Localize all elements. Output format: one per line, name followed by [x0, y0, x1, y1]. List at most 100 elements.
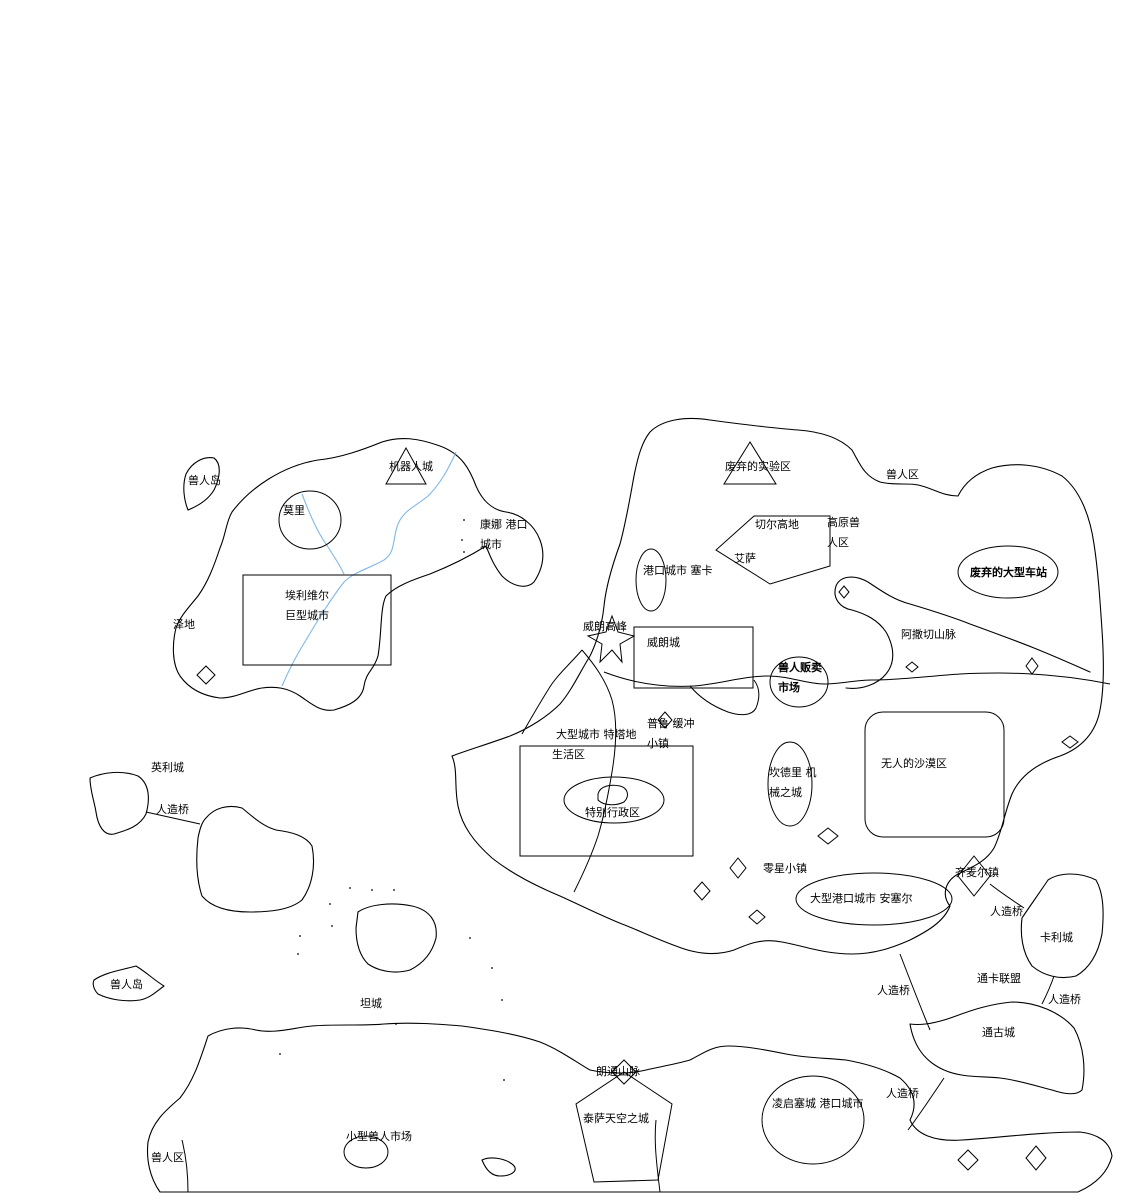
abandoned-station-ellipse-marker — [957, 545, 1059, 599]
central-road-north-south — [573, 649, 617, 893]
label-weilang-peak: 威朗高峰 — [583, 619, 627, 633]
orc-market-ellipse-marker — [769, 656, 829, 708]
label-lingxing-town: 零星小镇 — [763, 861, 807, 875]
label-desert: 无人的沙漠区 — [881, 756, 947, 770]
label-qimaier-town: 齐麦尔镇 — [955, 865, 999, 879]
label-abandoned-station: 废弃的大型车站 — [970, 565, 1047, 579]
diamond-marker-kandeli-south — [817, 827, 839, 845]
label-big-city-tete-2: 生活区 — [552, 747, 585, 761]
big-city-tete-rectangle-marker — [519, 745, 694, 857]
label-artificial-bridge-south: 人造桥 — [877, 983, 910, 997]
label-artificial-bridge-east2: 人造桥 — [1048, 992, 1081, 1006]
diamond-marker-south-east-1 — [957, 1149, 979, 1171]
label-orc-zone-sw: 兽人区 — [151, 1150, 184, 1164]
diamond-marker-lingxing-2 — [693, 881, 711, 901]
label-lingqisai-port: 凌启塞城 港口城市 — [772, 1096, 864, 1110]
tonggu-island-coast — [909, 1001, 1085, 1095]
label-kali-city: 卡利城 — [1040, 931, 1073, 944]
northwest-landmass-coast — [172, 437, 544, 711]
label-elivir-2: 巨型城市 — [285, 608, 329, 622]
label-mori: 莫里 — [283, 504, 305, 517]
asache-mountains-range — [835, 576, 1091, 673]
label-machine-city: 机器人城 — [389, 459, 433, 473]
label-asache-mountains: 阿撒切山脉 — [901, 627, 956, 641]
abandoned-lab-triangle-marker — [723, 441, 777, 485]
label-weilang-city: 威朗城 — [647, 636, 680, 649]
label-big-city-tete-1: 大型城市 特塔地 — [556, 727, 637, 741]
label-kandeli-2: 械之城 — [769, 785, 802, 799]
qimaier-diamond-marker — [957, 855, 991, 897]
label-orc-island-sw: 兽人岛 — [110, 977, 143, 991]
puru-buffer-diamond-marker — [657, 711, 673, 729]
diamond-marker-east-coast — [1061, 735, 1079, 749]
machine-city-triangle-marker — [385, 446, 427, 485]
label-kangna-port-2: 城市 — [480, 537, 502, 551]
label-aisa: 艾萨 — [734, 552, 756, 565]
artificial-bridge-east1-line — [989, 883, 1025, 909]
diamond-marker-asache-1 — [838, 585, 850, 599]
kali-island-coast — [1020, 873, 1104, 979]
label-swamp: 泽地 — [173, 618, 195, 631]
mori-ellipse-marker — [278, 490, 342, 550]
artificial-bridge-south-line — [899, 953, 931, 1031]
big-port-ansaier-ellipse-marker — [795, 872, 953, 926]
central-landmass-coast — [451, 417, 1104, 955]
diamond-marker-asache-3 — [1025, 657, 1039, 675]
label-artificial-bridge-east1: 人造桥 — [990, 904, 1023, 918]
label-big-port-ansaier: 大型港口城市 安塞尔 — [810, 891, 913, 905]
small-central-island-coast — [355, 903, 437, 973]
lingqisai-port-ellipse-marker — [761, 1075, 865, 1165]
weilang-peak-star-marker — [586, 614, 636, 664]
special-admin-ellipse-marker — [563, 776, 665, 824]
northwest-river-main — [281, 451, 457, 687]
southern-coast-inlet — [481, 1157, 516, 1177]
label-abandoned-lab: 废弃的实验区 — [725, 459, 791, 473]
northwest-diamond-marker — [196, 665, 216, 685]
label-orc-market-1: 兽人贩卖 — [778, 660, 822, 674]
label-kangna-port-1: 康娜 港口 — [480, 517, 528, 531]
diamond-marker-lingxing-1 — [729, 857, 747, 879]
elivir-rectangle-marker — [242, 574, 392, 666]
label-special-admin: 特别行政区 — [585, 805, 640, 819]
artificial-bridge-east3-line — [907, 1077, 945, 1131]
label-puru-buffer-2: 小镇 — [647, 736, 669, 750]
label-chel-highland: 切尔高地 — [755, 517, 799, 531]
orc-market-road-loop — [689, 679, 760, 716]
northwest-river-branch — [301, 493, 345, 575]
scattered-dots — [279, 519, 505, 1081]
taisa-sky-city-pentagon — [575, 1071, 673, 1183]
west-bridge-island-coast — [196, 805, 315, 913]
port-seka-ellipse-marker — [635, 548, 667, 612]
label-port-seka: 港口城市 塞卡 — [643, 563, 713, 577]
label-tonggu-city: 通古城 — [982, 1026, 1015, 1039]
yingli-island-coast — [89, 771, 149, 835]
label-orc-zone-ne: 兽人区 — [886, 467, 919, 481]
label-elivir-1: 埃利维尔 — [285, 588, 329, 602]
label-artificial-bridge-east3: 人造桥 — [886, 1086, 919, 1100]
label-orc-island-nw: 兽人岛 — [188, 473, 221, 487]
label-yingli-city: 英利城 — [151, 760, 184, 774]
central-road-east-west — [603, 671, 1111, 687]
diamond-marker-asache-2 — [905, 661, 919, 673]
artificial-bridge-east2-line — [1041, 975, 1055, 1005]
kandeli-ellipse-marker — [767, 741, 813, 827]
label-highland-orc-2: 人区 — [827, 536, 849, 549]
label-tan-city: 坦城 — [360, 996, 382, 1010]
southern-road-right — [654, 1119, 661, 1193]
artificial-bridge-west-line — [145, 811, 201, 825]
central-river-northwest — [521, 649, 583, 735]
label-small-orc-market: 小型兽人市场 — [346, 1129, 412, 1143]
label-kandeli-1: 坎德里 机 — [769, 765, 817, 779]
small-orc-market-ellipse-marker — [343, 1135, 389, 1169]
label-highland-orc-1: 高原兽 — [827, 515, 860, 529]
label-artificial-bridge-west: 人造桥 — [156, 802, 189, 816]
label-tongka-alliance: 通卡联盟 — [977, 972, 1021, 985]
southern-landmass-coast — [146, 1022, 1113, 1193]
northwest-orc-island — [183, 457, 220, 511]
desert-rounded-rectangle-marker — [864, 711, 1005, 838]
weilang-city-rectangle-marker — [633, 626, 754, 689]
label-puru-buffer-1: 普鲁 缓冲 — [647, 716, 695, 730]
diamond-marker-south-east-2 — [1025, 1145, 1047, 1171]
label-langtong-mountains: 朗通山脉 — [596, 1064, 640, 1078]
langtong-mountains-marker — [611, 1059, 637, 1085]
